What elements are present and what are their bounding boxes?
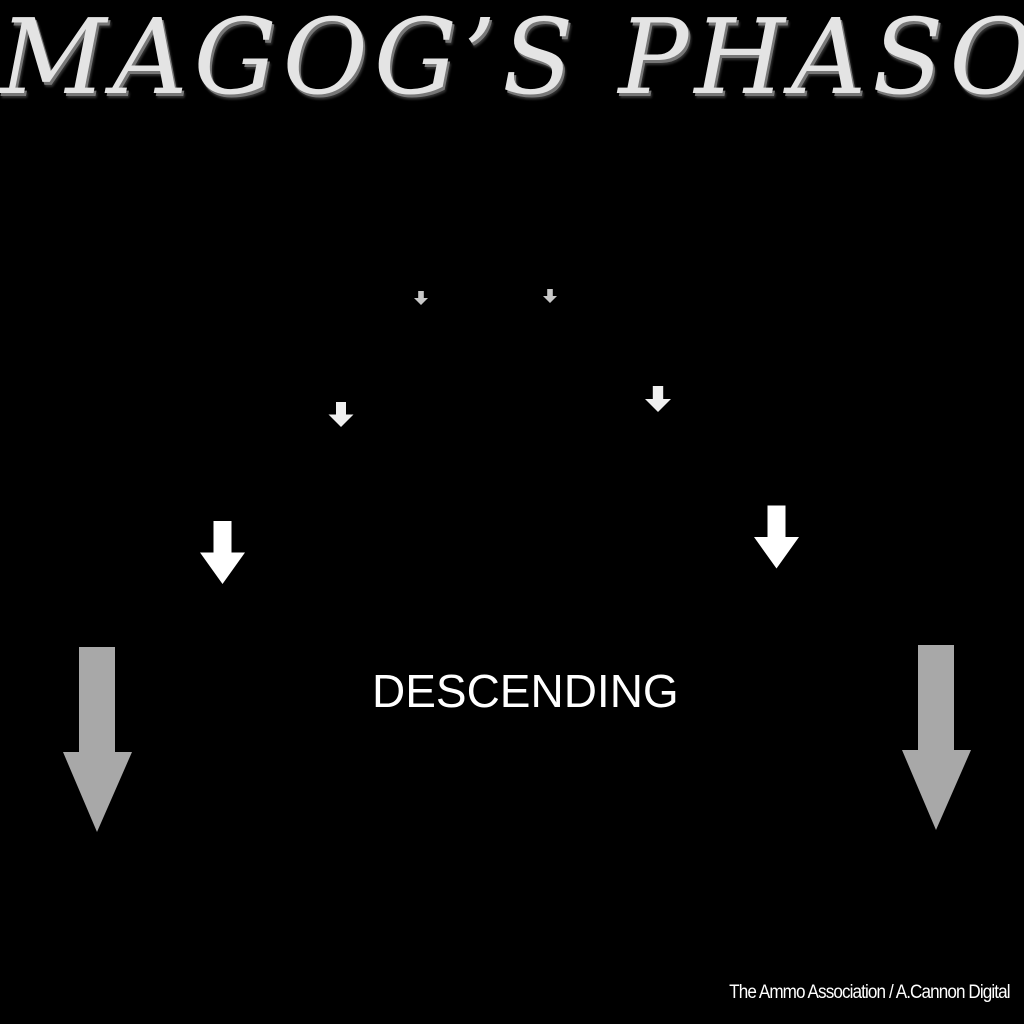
arrow-shape	[414, 291, 428, 305]
down-arrow-icon	[543, 289, 557, 303]
down-arrow-icon	[902, 645, 971, 830]
arrow-shape	[63, 647, 132, 832]
descending-label: DESCENDING	[372, 665, 679, 717]
arrow-shape	[754, 505, 799, 569]
album-title: MAGOG’S PHASOD	[0, 0, 1024, 118]
down-arrow-icon	[414, 291, 428, 305]
arrow-shape	[543, 289, 557, 303]
down-arrow-icon	[328, 402, 354, 427]
down-arrow-icon	[200, 521, 245, 584]
arrow-shape	[645, 386, 671, 412]
arrow-shape	[200, 521, 245, 584]
down-arrow-icon	[63, 647, 132, 832]
down-arrow-icon	[645, 386, 671, 412]
arrow-shape	[902, 645, 971, 830]
arrow-shape	[328, 402, 354, 427]
down-arrow-icon	[754, 505, 799, 569]
credit-text: The Ammo Association / A.Cannon Digital	[729, 982, 1011, 1003]
